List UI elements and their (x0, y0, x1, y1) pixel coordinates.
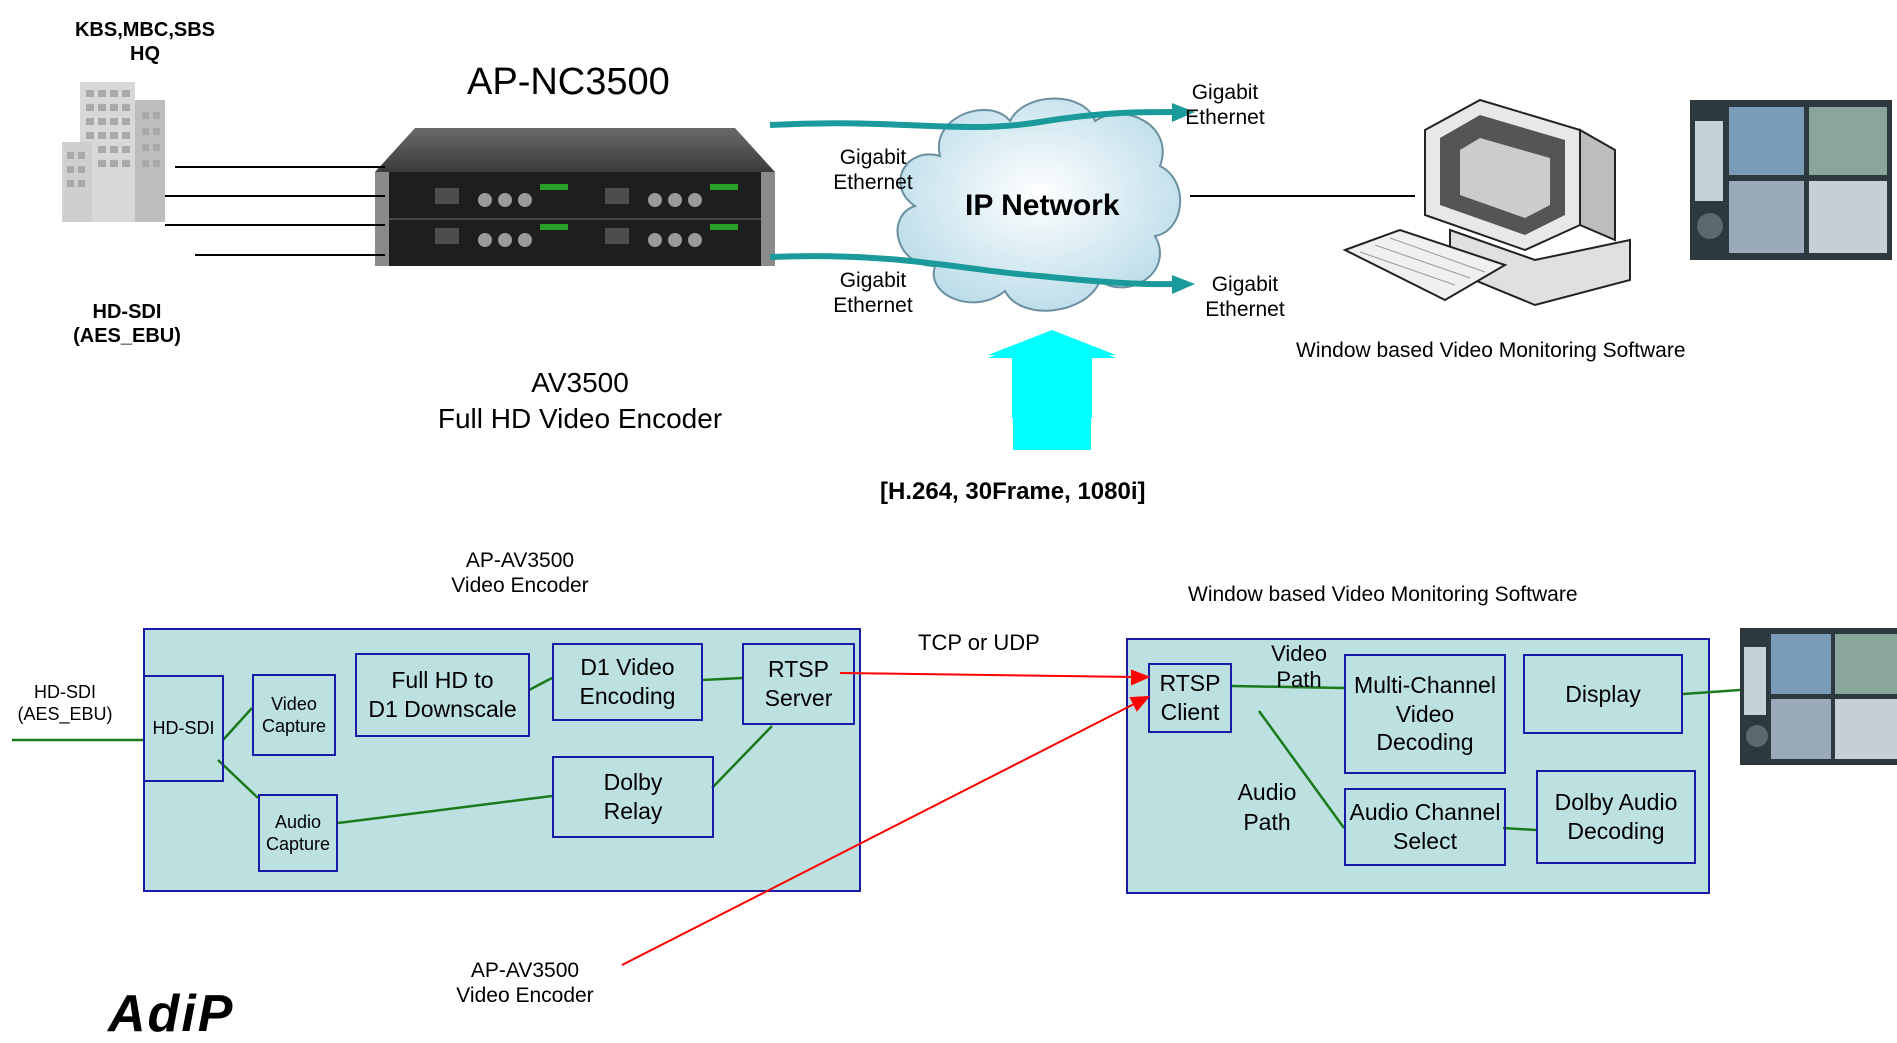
flow-lines (12, 676, 1741, 832)
display-node: Display (1523, 654, 1683, 734)
video-capture-node: Video Capture (252, 674, 336, 756)
encoder-panel (143, 628, 861, 892)
ip-network-cloud (880, 86, 1190, 326)
software-panel-title: Window based Video Monitoring Software (1188, 583, 1578, 606)
encoder-panel-title: AP-AV3500 Video Encoder (451, 549, 589, 598)
eth-in-top-label: Gigabit Ethernet (833, 146, 913, 195)
company-logo: AdiP (108, 985, 235, 1043)
top-connections (165, 103, 1415, 450)
multi-channel-decoding-node: Multi-Channel Video Decoding (1344, 654, 1506, 774)
device-title: AP-NC3500 (467, 61, 670, 103)
dolby-relay-node: Dolby Relay (552, 756, 714, 838)
building-icon (62, 72, 172, 224)
d1-encoding-node: D1 Video Encoding (552, 643, 703, 721)
dolby-audio-decoding-node: Dolby Audio Decoding (1536, 770, 1696, 864)
audio-channel-select-node: Audio Channel Select (1344, 788, 1506, 866)
ip-network-label: IP Network (965, 189, 1120, 222)
monitoring-screenshot-bottom (1740, 628, 1897, 765)
rtsp-client-node: RTSP Client (1148, 663, 1232, 733)
monitoring-screenshot-top (1690, 100, 1892, 260)
hd-sdi-source-label: HD-SDI (AES_EBU) (73, 301, 181, 347)
rtsp-server-node: RTSP Server (742, 643, 855, 725)
downscale-node: Full HD to D1 Downscale (355, 653, 530, 737)
stream-spec-label: [H.264, 30Frame, 1080i] (880, 478, 1146, 505)
workstation-pc-icon (1330, 90, 1660, 315)
encoder-caption: AV3500 Full HD Video Encoder (437, 367, 723, 435)
footer-encoder-label: AP-AV3500 Video Encoder (456, 959, 594, 1008)
input-label: HD-SDI (AES_EBU) (17, 682, 113, 724)
hq-label: KBS,MBC,SBS HQ (74, 19, 215, 65)
software-caption: Window based Video Monitoring Software (1296, 339, 1686, 362)
eth-out-bottom-label: Gigabit Ethernet (1205, 273, 1285, 322)
encoder-chassis-image (375, 128, 775, 266)
software-panel (1126, 638, 1710, 894)
hd-sdi-node: HD-SDI (143, 675, 224, 782)
video-path-label: Video Path (1271, 641, 1327, 693)
eth-out-top-label: Gigabit Ethernet (1185, 81, 1265, 130)
eth-in-bottom-label: Gigabit Ethernet (833, 269, 913, 318)
transport-label: TCP or UDP (918, 630, 1040, 655)
audio-capture-node: Audio Capture (258, 794, 338, 872)
audio-path-label: Audio Path (1237, 779, 1297, 835)
stream-arrows (621, 669, 1151, 966)
